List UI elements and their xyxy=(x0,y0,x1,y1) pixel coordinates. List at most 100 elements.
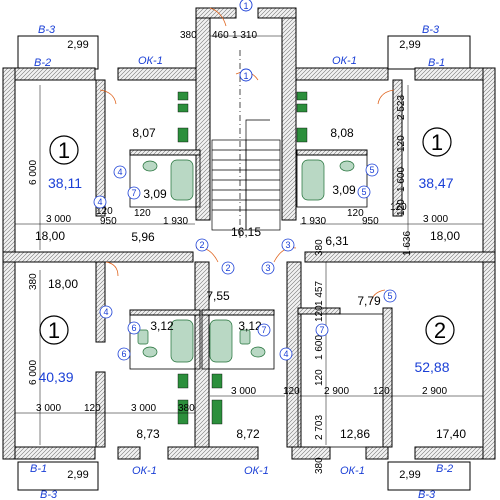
marker-label: 6 xyxy=(131,323,136,333)
dimension-text: 380 xyxy=(314,457,325,474)
marker-label: 7 xyxy=(261,325,266,335)
room-area: 18,00 xyxy=(48,277,78,291)
marker-label: 3 xyxy=(265,263,270,273)
dimension-text: 380 xyxy=(28,273,39,290)
marker-label: 7 xyxy=(131,188,136,198)
apartment-se-number: 2 xyxy=(434,318,446,343)
apartment-ne-number: 1 xyxy=(58,138,70,163)
dimension-text: 950 xyxy=(100,216,117,227)
dimension-text: 2 900 xyxy=(422,386,447,397)
dimension-text: 1 930 xyxy=(301,216,326,227)
dimension-texts: 380 460 1 310 3 000 120 950 120 1 930 1 … xyxy=(36,30,448,414)
dimension-text: 380 xyxy=(178,403,195,414)
balcony-area: 2,99 xyxy=(399,469,420,481)
room-area: 6,31 xyxy=(325,234,349,248)
dimension-text: 2 523 xyxy=(396,95,407,120)
window-label: ОК-1 xyxy=(340,465,365,477)
dimension-text: 120 xyxy=(134,208,151,219)
dimension-lines xyxy=(15,35,483,445)
balcony-label: В-3 xyxy=(38,24,56,36)
room-area: 18,00 xyxy=(35,229,65,243)
marker-label: 7 xyxy=(319,325,324,335)
marker-label: 2 xyxy=(225,263,230,273)
room-area: 3,09 xyxy=(332,183,356,197)
room-area: 3,09 xyxy=(143,187,167,201)
marker-label: 5 xyxy=(387,291,392,301)
marker-label: 2 xyxy=(199,240,204,250)
dimension-text: 120 xyxy=(314,369,325,386)
dimension-text: 1 600 xyxy=(314,335,325,360)
dimension-text: 1 310 xyxy=(232,30,257,41)
dimension-text: 460 xyxy=(212,30,229,41)
dimension-text: 120 xyxy=(84,403,101,414)
balcony-label: В-1 xyxy=(30,463,47,475)
marker-label: 6 xyxy=(121,349,126,359)
balcony-label: В-3 xyxy=(422,24,440,36)
dimension-text: 1 636 xyxy=(402,231,413,256)
room-area: 7,79 xyxy=(357,294,381,308)
room-area: 7,55 xyxy=(206,289,230,303)
staircase xyxy=(211,50,281,240)
balcony-bottom-right xyxy=(387,461,471,491)
room-outlines xyxy=(129,154,384,448)
dimension-text: 120 xyxy=(390,202,407,213)
balcony-label: В-3 xyxy=(40,489,58,500)
dimension-text: 1 600 xyxy=(396,167,407,192)
dimension-text: 120 xyxy=(283,386,300,397)
balcony-label: В-3 xyxy=(418,489,436,500)
marker-label: 4 xyxy=(117,167,122,177)
marker-label: 5 xyxy=(369,165,374,175)
kitchen-fixtures xyxy=(177,91,308,425)
apartment-nw-area: 38,47 xyxy=(418,175,453,191)
window-label: ОК-1 xyxy=(132,465,157,477)
dimension-text: 3 000 xyxy=(46,214,71,225)
balcony-area: 2,99 xyxy=(67,39,88,51)
bath-fixtures xyxy=(137,159,355,363)
marker-label: 4 xyxy=(283,349,288,359)
apartment-ne-area: 38,11 xyxy=(48,175,82,191)
marker-circles xyxy=(93,163,397,361)
room-area: 8,08 xyxy=(330,126,354,140)
room-area: 5,96 xyxy=(131,230,155,244)
dimension-text: 3 000 xyxy=(36,403,61,414)
room-area: 3,12 xyxy=(238,319,262,333)
vertical-dimension-texts: 6 000 6 000 380 2 523 120 1 600 120 1 63… xyxy=(28,95,413,474)
dimension-text: 2 703 xyxy=(314,415,325,440)
balcony-label: В-2 xyxy=(436,463,453,475)
room-area: 17,40 xyxy=(436,427,466,441)
dimension-text: 3 000 xyxy=(131,403,156,414)
dimension-text: 120 xyxy=(396,135,407,152)
room-area-labels: 8,07 8,08 3,09 3,09 5,96 6,31 18,00 18,0… xyxy=(35,126,466,441)
balcony-bottom-left xyxy=(17,461,99,491)
axis-marker: 1 xyxy=(243,1,248,11)
dimension-text: 3 000 xyxy=(231,386,256,397)
dimension-text: 120 xyxy=(347,208,364,219)
balcony-label: В-2 xyxy=(34,57,51,69)
marker-label: 4 xyxy=(97,197,102,207)
dimension-text: 1 930 xyxy=(163,216,188,227)
dimension-text: 1 457 xyxy=(314,281,325,306)
axis-markers xyxy=(239,0,253,82)
dimension-text: 120 xyxy=(373,386,390,397)
room-area: 8,72 xyxy=(236,427,260,441)
dimension-text: 6 000 xyxy=(28,160,39,185)
dimension-text: 120 xyxy=(314,305,325,322)
window-label: ОК-1 xyxy=(244,465,269,477)
room-area: 18,00 xyxy=(430,229,460,243)
dimension-text: 3 000 xyxy=(423,214,448,225)
room-area: 8,07 xyxy=(132,126,156,140)
marker-label: 3 xyxy=(285,240,290,250)
axis-marker: 1 xyxy=(243,71,248,81)
dimension-text: 380 xyxy=(180,30,197,41)
balcony-label: В-1 xyxy=(428,57,445,69)
marker-label: 4 xyxy=(103,307,108,317)
room-area: 3,12 xyxy=(150,319,174,333)
room-area: 8,73 xyxy=(136,427,160,441)
dimension-text: 950 xyxy=(362,216,379,227)
window-label: ОК-1 xyxy=(332,55,357,67)
room-area: 12,86 xyxy=(340,427,370,441)
walls xyxy=(2,7,496,460)
balcony-area: 2,99 xyxy=(67,469,88,481)
